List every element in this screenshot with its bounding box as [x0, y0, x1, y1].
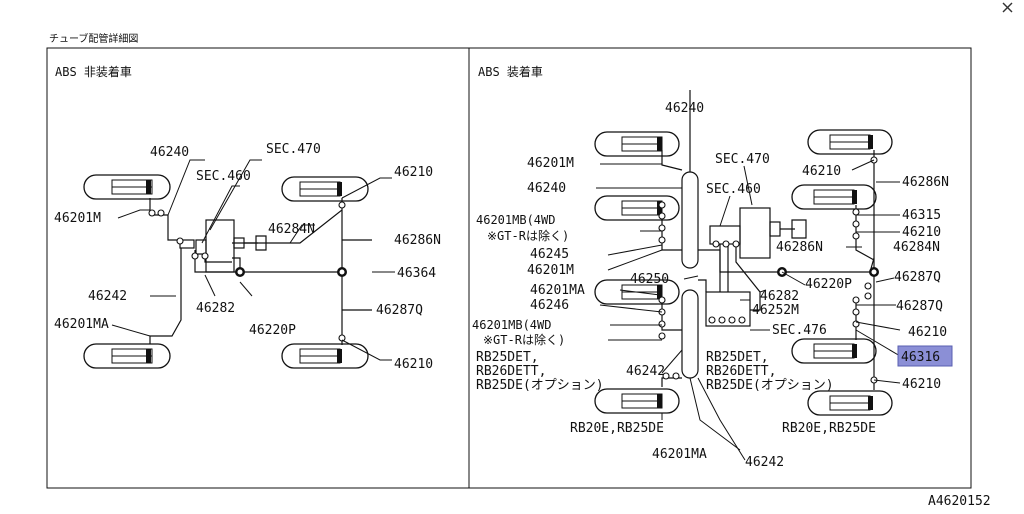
label-r-46250: 46250: [630, 272, 669, 287]
label-r-46286n-top: 46286N: [902, 175, 949, 190]
label-r-gtr-excl-1: ※GT-Rは除く): [487, 228, 569, 243]
label-46201m: 46201M: [54, 211, 101, 226]
label-46201ma: 46201MA: [54, 317, 109, 332]
right-tire-rl2: [594, 388, 680, 414]
label-r-46201ma-b: 46201MA: [652, 447, 707, 462]
right-tire-rr2: [807, 390, 893, 416]
label-r-46210-a: 46210: [802, 164, 841, 179]
label-r-rb20e-right: RB20E,RB25DE: [782, 421, 876, 436]
label-r-46282: 46282: [760, 289, 799, 304]
label-r-46252m: 46252M: [752, 303, 799, 318]
label-46220p: 46220P: [249, 323, 296, 338]
label-46286n: 46286N: [394, 233, 441, 248]
label-r-rb-right-3: RB25DE(オプション): [706, 378, 834, 393]
right-tire-fl2: [594, 195, 680, 221]
label-r-46201ma: 46201MA: [530, 283, 585, 298]
label-r-46316[interactable]: 46316: [901, 350, 940, 365]
label-r-46201m: 46201M: [527, 156, 574, 171]
right-tire-rr: [791, 338, 877, 364]
label-46210: 46210: [394, 165, 433, 180]
right-master-cylinder: [739, 207, 771, 259]
close-icon[interactable]: [1002, 2, 1013, 13]
label-r-46210-d: 46210: [902, 377, 941, 392]
label-r-46220p: 46220P: [805, 277, 852, 292]
label-r-46242-a: 46242: [626, 364, 665, 379]
label-r-46284n: 46284N: [893, 240, 940, 255]
left-tire-front-right: [281, 176, 369, 202]
right-tire-fr2: [791, 184, 877, 210]
left-tire-front-left: [83, 174, 171, 200]
label-46242: 46242: [88, 289, 127, 304]
label-46282: 46282: [196, 301, 235, 316]
label-r-46287q-b: 46287Q: [896, 299, 943, 314]
page-title: チューブ配管詳細図: [49, 32, 138, 45]
right-tire-fr: [807, 129, 893, 155]
label-r-46201mb-4wd: 46201MB(4WD: [476, 213, 555, 227]
label-r-46201m-b: 46201M: [527, 263, 574, 278]
right-panel-title: ABS 装着車: [478, 64, 543, 79]
label-r-46246: 46246: [530, 298, 569, 313]
label-r-sec460: SEC.460: [706, 182, 761, 197]
left-panel-title: ABS 非装着車: [55, 64, 132, 79]
label-r-rb20e-left: RB20E,RB25DE: [570, 421, 664, 436]
label-46364: 46364: [397, 266, 436, 281]
label-r-gtr-excl-2: ※GT-Rは除く): [483, 332, 565, 347]
label-r-rb-right-2: RB26DETT,: [706, 364, 776, 379]
left-tire-rear-left: [83, 343, 171, 369]
label-r-46240-top: 46240: [665, 101, 704, 116]
label-r-46240: 46240: [527, 181, 566, 196]
label-r-sec476: SEC.476: [772, 323, 827, 338]
label-r-46210-b: 46210: [902, 225, 941, 240]
label-46240: 46240: [150, 145, 189, 160]
label-r-rb-left-2: RB26DETT,: [476, 364, 546, 379]
label-sec460: SEC.460: [196, 169, 251, 184]
label-r-sec470: SEC.470: [715, 152, 770, 167]
label-r-rb-right-1: RB25DET,: [706, 350, 769, 365]
label-r-rb-left-3: RB25DE(オプション): [476, 378, 604, 393]
right-panel-frame: [468, 47, 972, 489]
label-46284n: 46284N: [268, 222, 315, 237]
label-r-46242-b: 46242: [745, 455, 784, 470]
right-tire-fl: [594, 131, 680, 157]
label-r-46210-c: 46210: [908, 325, 947, 340]
left-tire-rear-right: [281, 343, 369, 369]
label-46287q: 46287Q: [376, 303, 423, 318]
label-sec470: SEC.470: [266, 142, 321, 157]
label-r-46201mb-4wd-b: 46201MB(4WD: [472, 318, 551, 332]
highlight-46316[interactable]: [897, 345, 953, 367]
label-r-46245: 46245: [530, 247, 569, 262]
label-r-46286n: 46286N: [776, 240, 823, 255]
diagram-id: A4620152: [928, 494, 991, 509]
label-r-46287q-a: 46287Q: [894, 270, 941, 285]
label-r-rb-left-1: RB25DET,: [476, 350, 539, 365]
left-piping: [83, 159, 395, 369]
label-r-46315: 46315: [902, 208, 941, 223]
label-46210-rear: 46210: [394, 357, 433, 372]
right-piping: [594, 90, 901, 461]
